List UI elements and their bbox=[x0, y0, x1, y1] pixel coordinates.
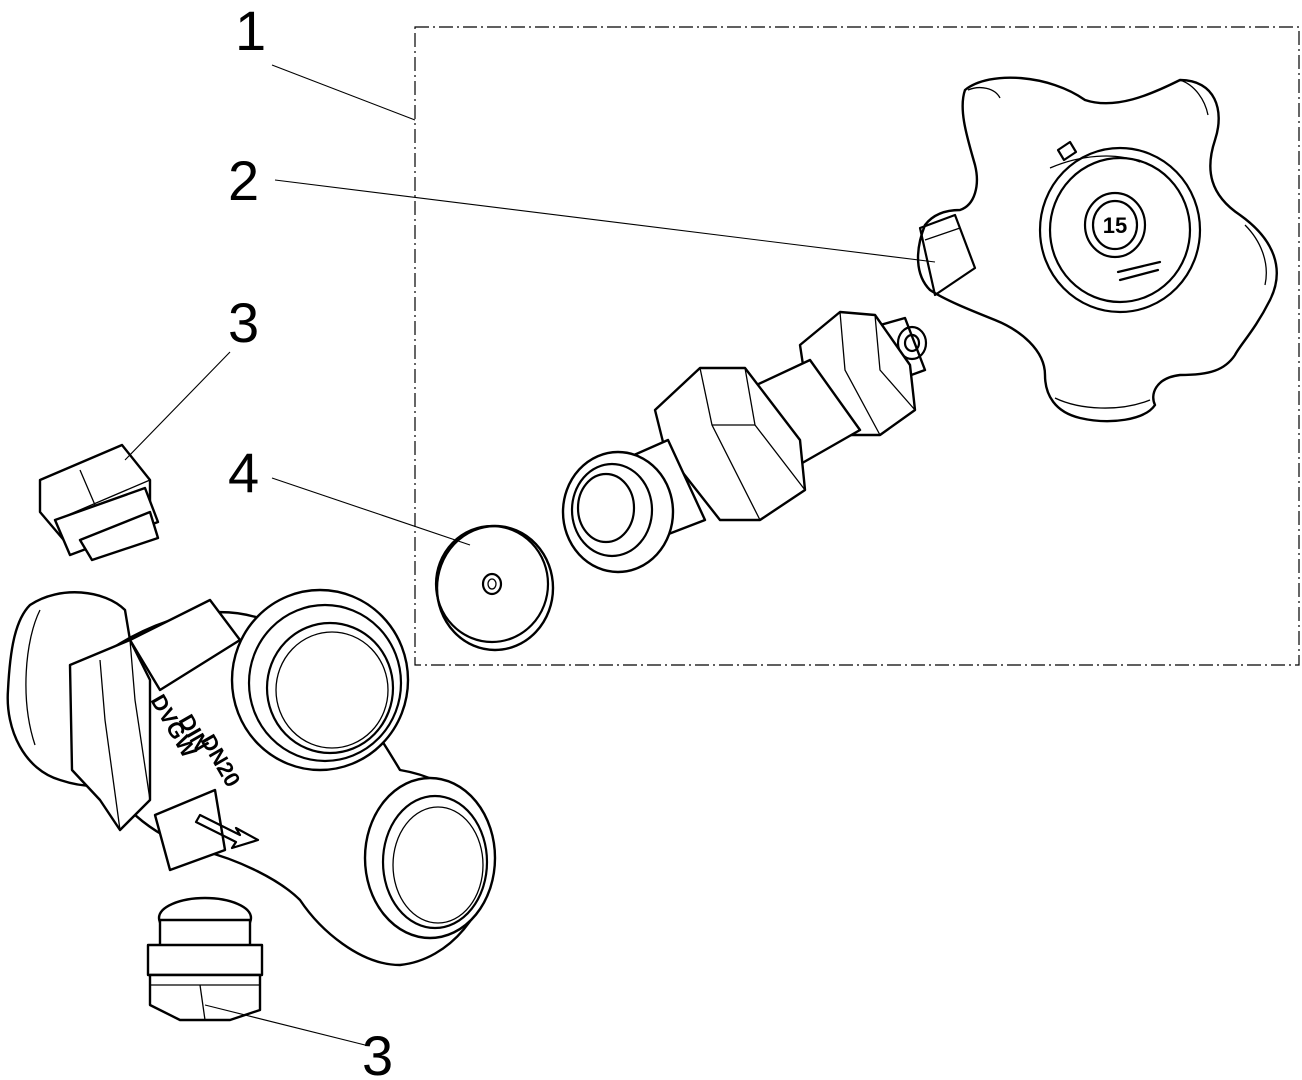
valve-top-spindle bbox=[561, 310, 928, 574]
callout-1: 1 bbox=[235, 0, 266, 62]
leader-lines bbox=[124, 64, 936, 1046]
handwheel-logo: 15 bbox=[1103, 213, 1127, 238]
callout-3-top: 3 bbox=[228, 291, 259, 354]
valve-body: DN20 DIN DVGW bbox=[6, 588, 497, 967]
leader-3-top bbox=[124, 351, 231, 461]
assembly-group-boundary bbox=[414, 26, 1300, 666]
leader-4 bbox=[271, 477, 471, 546]
callout-3-bottom: 3 bbox=[362, 1024, 393, 1080]
plug-top bbox=[38, 443, 160, 562]
leader-1 bbox=[271, 64, 416, 121]
washer bbox=[434, 524, 555, 652]
leader-2 bbox=[274, 179, 936, 263]
plug-bottom bbox=[146, 896, 264, 1022]
callout-2: 2 bbox=[228, 149, 259, 212]
handwheel: 15 bbox=[916, 76, 1278, 423]
leader-3-bottom bbox=[204, 1004, 366, 1046]
callout-4: 4 bbox=[228, 441, 259, 504]
